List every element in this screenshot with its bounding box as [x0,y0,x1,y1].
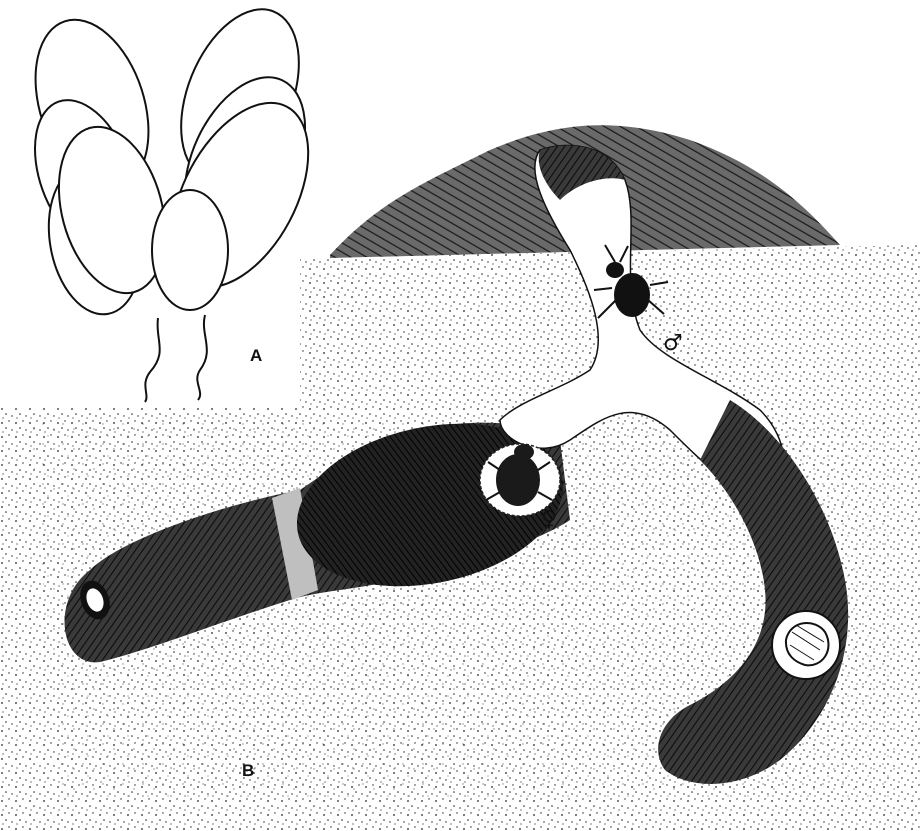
male-symbol: ♂ [663,333,683,355]
panel-label-a: A [250,347,262,364]
female-beetle [480,444,560,516]
panel-label-b: B [242,762,254,779]
female-symbol: ♀ [541,509,557,531]
